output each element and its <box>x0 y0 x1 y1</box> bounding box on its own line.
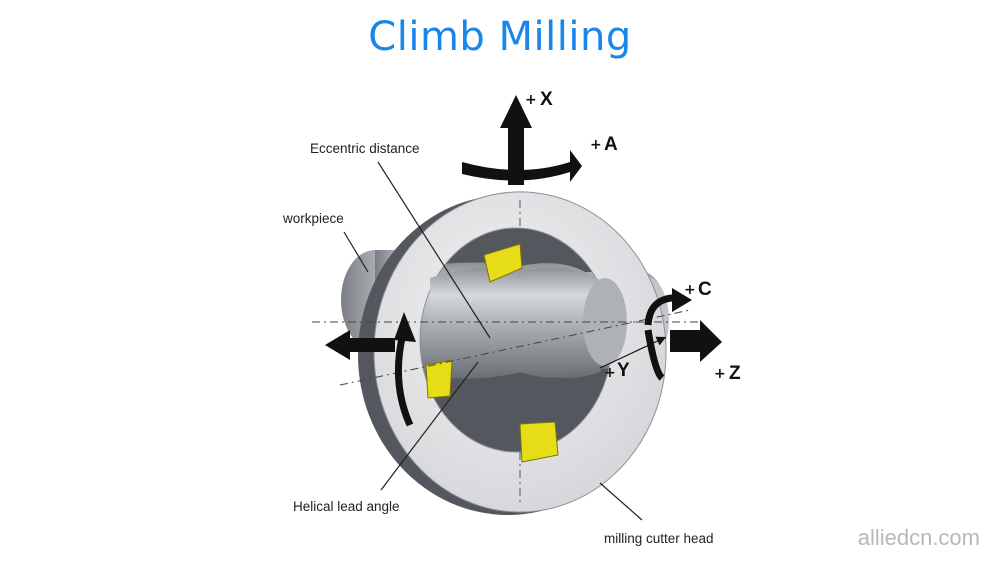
z-axis-label: Z <box>729 363 741 384</box>
neg-z-arrow <box>325 330 395 360</box>
z-axis-sign: + <box>714 366 726 382</box>
insert-left <box>425 359 453 399</box>
label-workpiece: workpiece <box>282 211 344 226</box>
insert-bottom <box>519 421 559 463</box>
label-eccentric-distance: Eccentric distance <box>310 141 420 156</box>
c-axis-sign: + <box>684 282 696 298</box>
a-axis-sign: + <box>590 137 602 153</box>
x-axis-sign: + <box>525 92 537 108</box>
cutting-inserts <box>425 243 559 463</box>
shaft-front <box>430 267 627 379</box>
watermark: alliedcn.com <box>857 525 980 550</box>
a-axis-label: A <box>604 134 618 155</box>
c-z-axis-arrows <box>644 288 722 381</box>
x-a-axis-arrows <box>462 95 582 185</box>
diagram-title: Climb Milling <box>368 14 632 60</box>
insert-top <box>483 243 523 283</box>
label-milling-cutter-head: milling cutter head <box>604 531 714 546</box>
ring-rotation-arrow <box>394 312 416 427</box>
y-axis-arrow <box>599 336 667 369</box>
y-axis-label: Y <box>617 360 630 381</box>
leader-lines <box>343 161 643 521</box>
x-axis-label: X <box>540 89 553 110</box>
label-helical-lead-angle: Helical lead angle <box>293 499 400 514</box>
y-axis-sign: + <box>604 365 616 381</box>
c-axis-label: C <box>698 279 712 300</box>
